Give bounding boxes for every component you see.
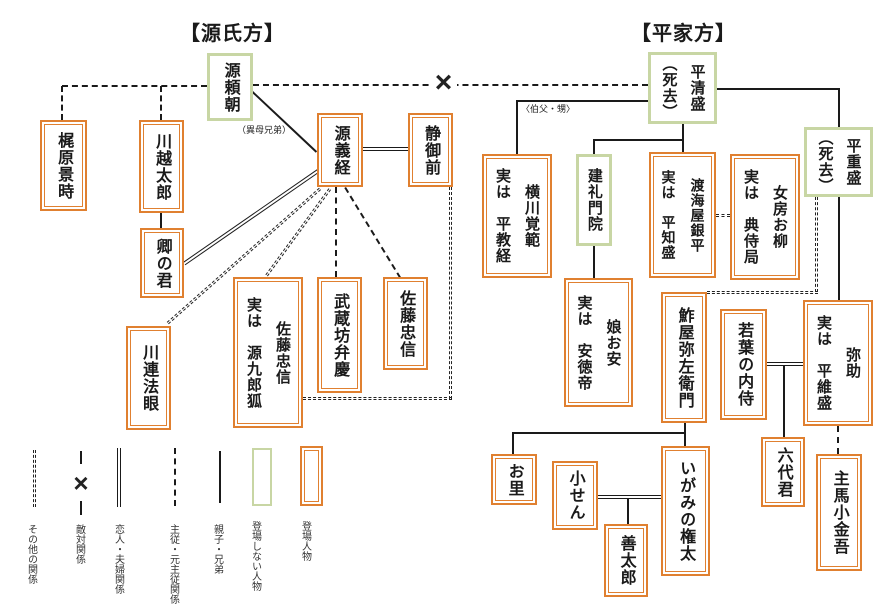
line-kiyomori-down bbox=[682, 124, 684, 152]
person-kosen: 小せん bbox=[552, 461, 598, 530]
line-yoritomo-kajiwara bbox=[61, 86, 63, 120]
person-sushiya-yazaemon: 鮓屋弥左衛門 bbox=[661, 292, 707, 423]
legend-symbol-enemy-top bbox=[80, 451, 82, 464]
genji-side-title: 【源氏方】 bbox=[180, 23, 285, 45]
line-kenreimonin-oyasu bbox=[593, 246, 595, 278]
line-yoshitsune-tadanobu bbox=[344, 187, 402, 279]
line-shigemori-yasuke bbox=[838, 197, 840, 300]
person-minamoto-yoritomo: 源頼朝 bbox=[207, 53, 253, 121]
person-kenreimonin: 建礼門院 bbox=[576, 154, 612, 246]
legend-symbol-absent-person bbox=[252, 448, 272, 506]
line-yoritomo-retainers-h bbox=[62, 85, 207, 87]
line-shigemori-yazaemon-h bbox=[707, 291, 818, 294]
line-shizuka-foxtadanobu-h bbox=[303, 397, 452, 400]
line-kiyomori-branch-h bbox=[593, 139, 682, 141]
person-rokudai-gimi: 六代君 bbox=[761, 437, 805, 507]
legend-symbol-parent-child bbox=[219, 451, 221, 503]
person-kawagoe-taro: 川越太郎 bbox=[139, 120, 184, 213]
legend-symbol-enemy-bottom bbox=[80, 501, 82, 515]
legend-symbol-couple bbox=[117, 448, 121, 507]
legend-label-enemy: 敵対関係 bbox=[73, 524, 85, 564]
line-wakaba-yasuke-couple bbox=[767, 362, 803, 366]
line-to-osato bbox=[512, 432, 514, 454]
line-to-zentaro bbox=[627, 499, 629, 524]
legend-symbol-appearing-person bbox=[300, 446, 323, 506]
person-musume-oyasu: 娘お安 実は 安徳帝 bbox=[564, 278, 633, 407]
line-kawagoe-kyonokimi bbox=[160, 212, 162, 229]
line-shigemori-yazaemon-v bbox=[815, 197, 818, 292]
uncle-nephew-label: 〈伯父・甥〉 bbox=[521, 104, 576, 114]
person-taira-shigemori: 平重盛 （死去） bbox=[804, 127, 873, 197]
line-yoritomo-kawagoe bbox=[160, 86, 162, 120]
person-zentaro: 善太郎 bbox=[604, 524, 648, 597]
enemy-x-mark: × bbox=[430, 66, 457, 100]
line-yoritomo-yoshitsune-brothers bbox=[251, 91, 318, 153]
line-kyonokimi-yoshitsune-couple bbox=[183, 167, 322, 266]
person-musashibo-benkei: 武蔵坊弁慶 bbox=[317, 277, 362, 393]
line-to-rokudai bbox=[783, 366, 785, 437]
line-shizuka-foxtadanobu-v bbox=[449, 187, 452, 399]
person-shume-no-kokingo: 主馬小金吾 bbox=[816, 454, 862, 571]
person-shizuka-gozen: 静御前 bbox=[408, 113, 453, 187]
person-wakaba-no-naishi: 若葉の内侍 bbox=[720, 309, 767, 420]
line-yazaemon-gonta bbox=[684, 423, 686, 446]
line-yokawa-up bbox=[516, 100, 518, 154]
heike-side-title: 【平家方】 bbox=[631, 23, 736, 45]
legend-label-absent-person: 登場しない人物 bbox=[249, 521, 261, 591]
legend-label-master-servant: 主従・元主従関係 bbox=[167, 524, 179, 604]
line-kosen-gonta-couple bbox=[598, 495, 661, 499]
legend-symbol-other-relation bbox=[33, 450, 36, 507]
person-osato: お里 bbox=[491, 454, 537, 505]
line-yazaemon-branch-h bbox=[512, 432, 684, 434]
line-ginpei-oryu-other bbox=[716, 214, 730, 217]
person-minamoto-yoshitsune: 源義経 bbox=[317, 113, 363, 187]
person-yasuke: 弥助 実は 平維盛 bbox=[803, 300, 873, 426]
line-yoshitsune-benkei bbox=[335, 187, 337, 277]
line-yoshitsune-shizuka-couple bbox=[363, 147, 408, 151]
legend-symbol-enemy-x: × bbox=[68, 468, 94, 498]
legend-label-other-relation: その他の関係 bbox=[25, 524, 37, 584]
legend-label-appearing-person: 登場人物 bbox=[299, 521, 311, 561]
line-to-kenreimonin bbox=[593, 139, 595, 154]
line-kiyomori-shigemori-h bbox=[717, 88, 839, 90]
person-nyobo-oryu: 女房お柳 実は 典侍局 bbox=[730, 154, 800, 280]
line-yokawa-kiyomori bbox=[516, 100, 648, 102]
person-taira-kiyomori: 平清盛 （死去） bbox=[648, 52, 717, 124]
person-tokaiya-ginpei: 渡海屋銀平 実は 平知盛 bbox=[649, 152, 716, 278]
person-kajiwara-kagetoki: 梶原景時 bbox=[40, 120, 87, 211]
person-yokawa-kakuhan: 横川覚範 実は 平教経 bbox=[482, 154, 552, 278]
legend-label-parent-child: 親子・兄弟 bbox=[211, 524, 223, 574]
person-kyo-no-kimi: 卿の君 bbox=[140, 228, 184, 298]
person-igami-no-gonta: いがみの権太 bbox=[661, 446, 710, 576]
line-yasuke-kokingo bbox=[837, 426, 839, 454]
person-kawatsura-hogen: 川連法眼 bbox=[126, 326, 171, 430]
half-brothers-label: （異母兄弟） bbox=[237, 125, 292, 135]
person-sato-tadanobu: 佐藤忠信 bbox=[383, 277, 428, 370]
legend-label-couple: 恋人・夫婦関係 bbox=[112, 524, 124, 594]
line-to-shigemori bbox=[838, 88, 840, 127]
person-sato-tadanobu-fox: 佐藤忠信 実は 源九郎狐 bbox=[233, 277, 303, 428]
legend-symbol-master-servant bbox=[174, 448, 176, 506]
